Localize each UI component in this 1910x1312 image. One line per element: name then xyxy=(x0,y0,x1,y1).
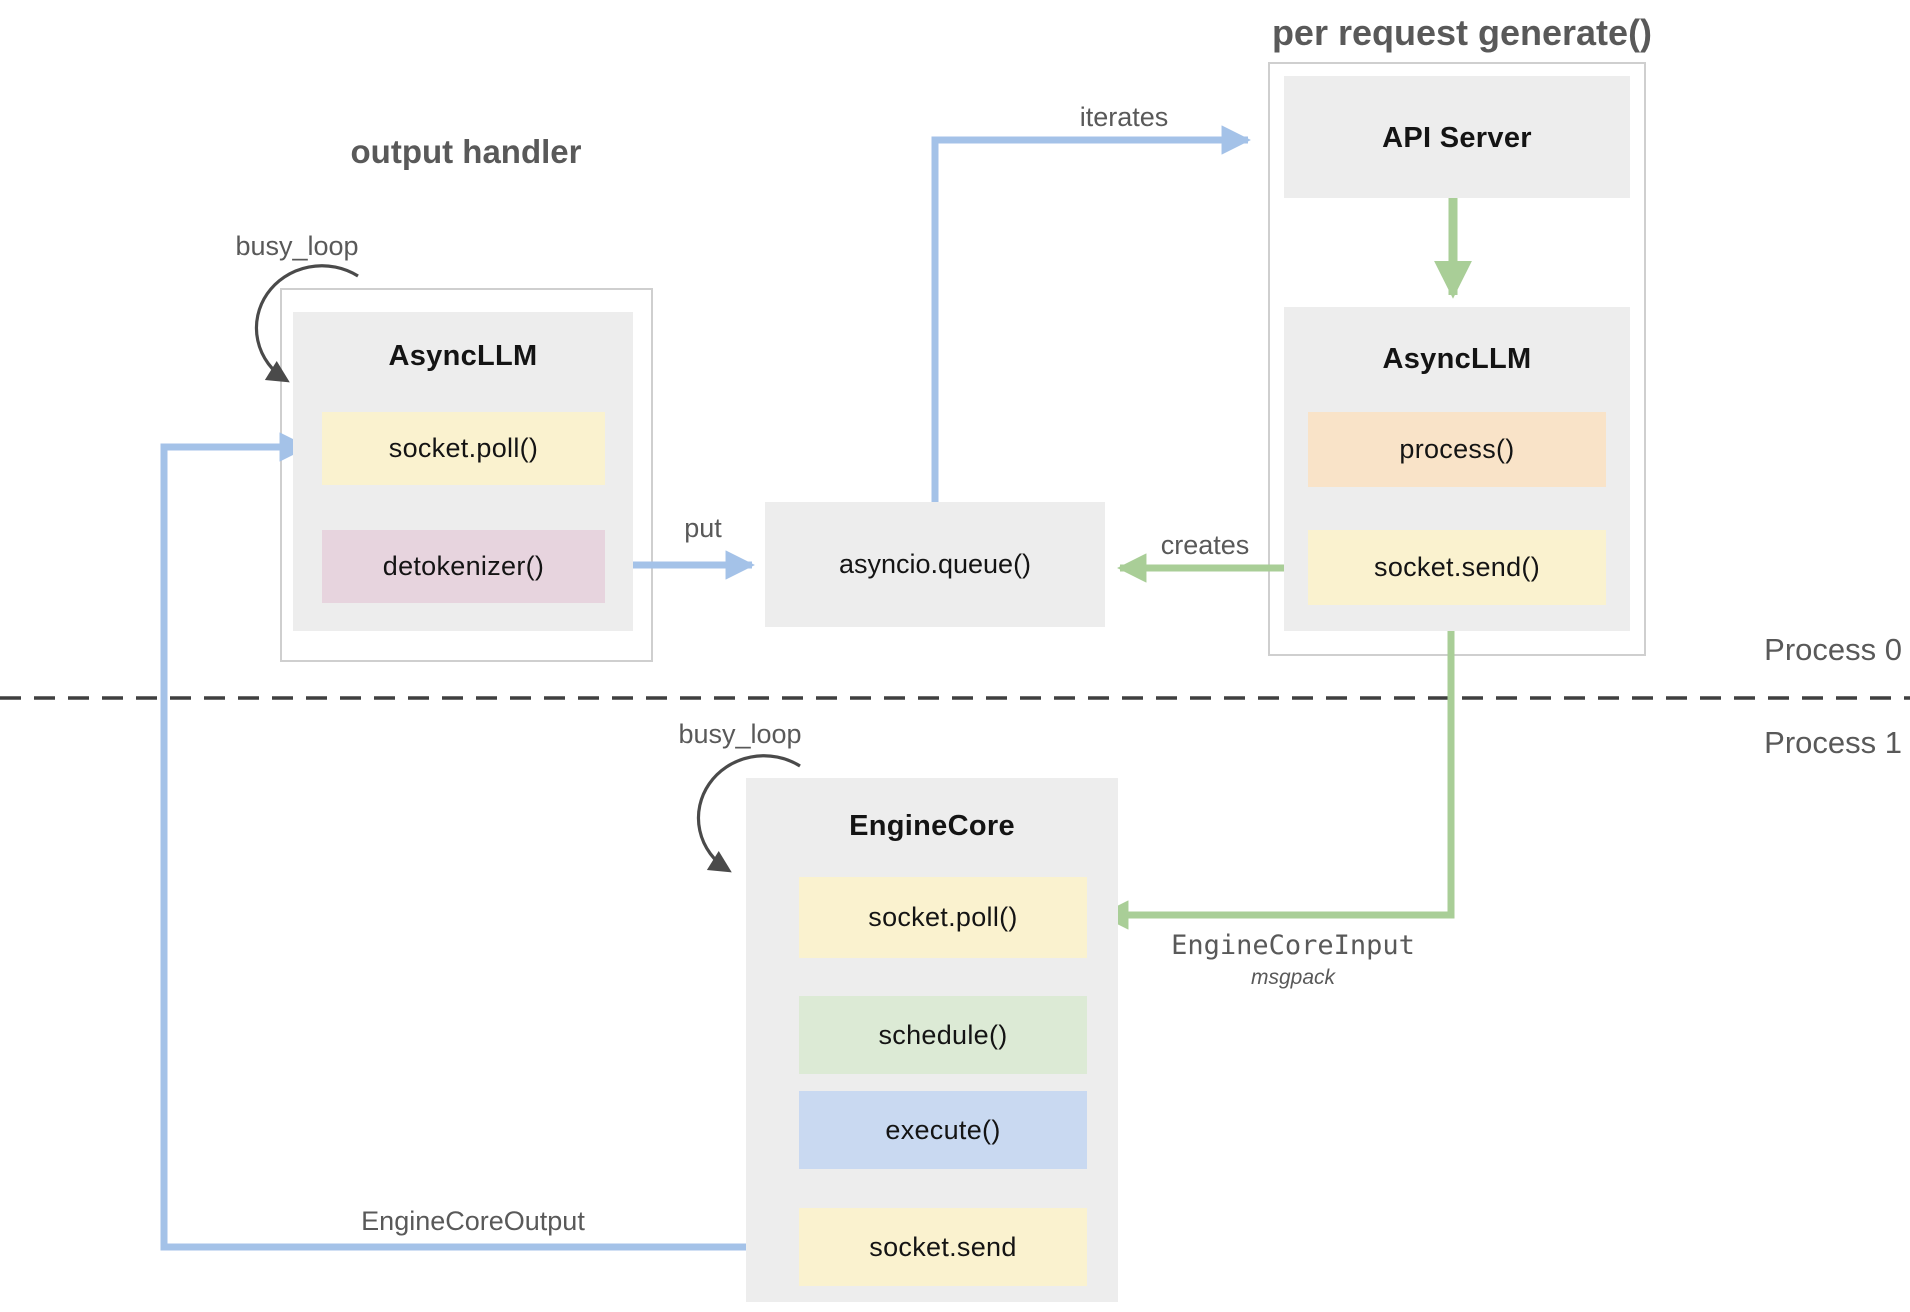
api-server-title: API Server xyxy=(1382,122,1532,154)
asyncllm-right-socket-send: socket.send() xyxy=(1308,530,1606,605)
asyncio-queue-box: asyncio.queue() xyxy=(765,502,1105,627)
asyncio-queue-label: asyncio.queue() xyxy=(838,549,1032,579)
process-1-label: Process 1 xyxy=(1764,725,1902,760)
asyncllm-left-detokenizer: detokenizer() xyxy=(322,530,605,603)
busy-loop-arc-top xyxy=(254,264,359,383)
engine-core-execute: execute() xyxy=(799,1091,1087,1169)
engine-core-output-arrow xyxy=(160,432,860,1251)
engine-core-input-label: EngineCoreInput xyxy=(1171,930,1415,961)
process-0-label: Process 0 xyxy=(1764,632,1902,667)
iterates-label: iterates xyxy=(1079,102,1169,132)
engine-core-input-format-label: msgpack xyxy=(1250,966,1336,989)
engine-core-output-label: EngineCoreOutput xyxy=(361,1206,585,1236)
asyncllm-right-process: process() xyxy=(1308,412,1606,487)
asyncllm-left-socket-poll: socket.poll() xyxy=(322,412,605,485)
engine-core-schedule: schedule() xyxy=(799,996,1087,1074)
busy-loop-label-top: busy_loop xyxy=(235,231,359,261)
engine-core-title: EngineCore xyxy=(849,810,1015,842)
creates-label: creates xyxy=(1160,530,1250,560)
engine-core-socket-poll: socket.poll() xyxy=(799,877,1087,958)
engine-core-input-arrow xyxy=(1099,595,1455,930)
busy-loop-arc-bottom xyxy=(696,754,801,873)
output-handler-title: output handler xyxy=(350,133,582,170)
per-request-generate-title: per request generate() xyxy=(1271,12,1653,53)
api-server-box xyxy=(1284,76,1630,198)
iterates-arrow xyxy=(931,125,1251,502)
asyncllm-left-title: AsyncLLM xyxy=(388,340,538,372)
put-label: put xyxy=(684,513,722,543)
asyncllm-right-title: AsyncLLM xyxy=(1382,343,1532,375)
busy-loop-label-bottom: busy_loop xyxy=(678,719,802,749)
engine-core-socket-send: socket.send xyxy=(799,1208,1087,1286)
